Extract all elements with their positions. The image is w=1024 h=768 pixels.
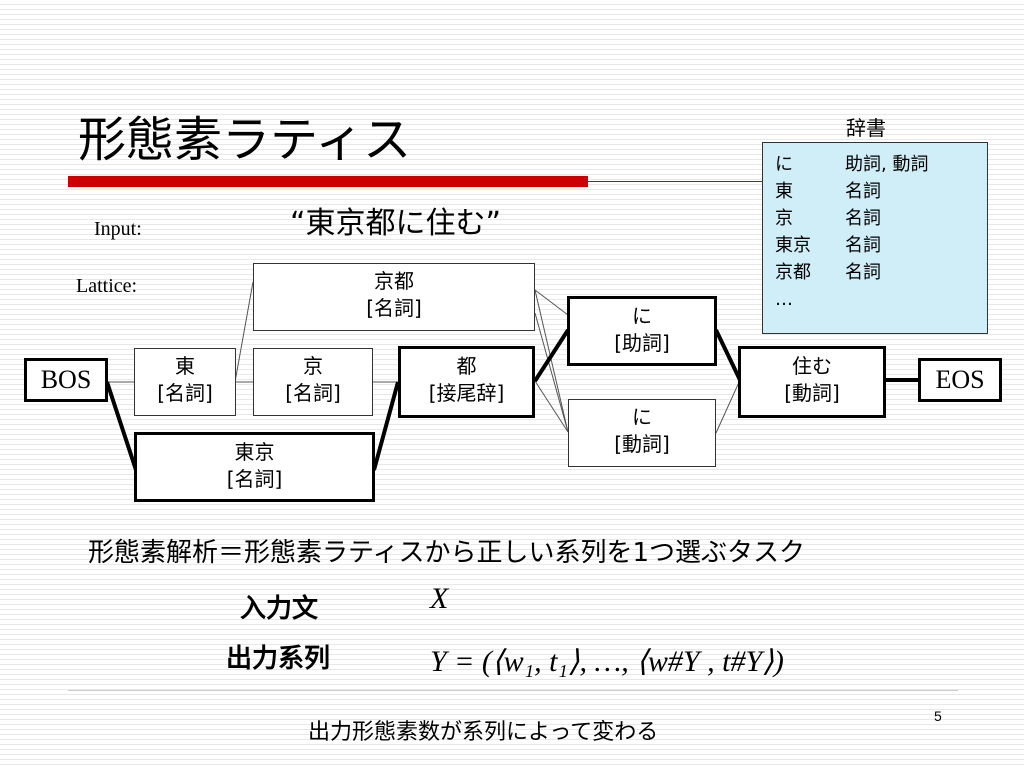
output-formula: Y = (⟨w₁, t₁⟩, …, ⟨w#Y , t#Y⟩)	[430, 645, 784, 678]
dictionary-entry: …	[775, 286, 987, 313]
lattice-node-ni-verb: に [動詞]	[568, 399, 716, 467]
page-number: 5	[934, 708, 942, 724]
dictionary-word: 京	[775, 208, 793, 229]
edge-kyoto-ni-2	[534, 289, 569, 433]
dictionary-pos: 名詞	[845, 208, 881, 229]
dictionary-word: …	[775, 289, 793, 310]
edge-tokyo-to-bold	[372, 381, 400, 471]
edge-kyoto-ni-1	[534, 289, 569, 316]
edge-bos-tokyo-bold	[105, 381, 138, 471]
output-sequence-label: 出力系列	[226, 644, 331, 674]
footer-divider	[68, 690, 958, 691]
node-pos: [名詞]	[226, 467, 283, 491]
node-surface: 住む	[792, 354, 832, 378]
lattice-node-tokyo: 東京 [名詞]	[134, 432, 375, 502]
dictionary-entry: 京 名詞	[775, 205, 987, 232]
dictionary-word: に	[775, 154, 793, 175]
edge-kyoto-ni-3	[534, 312, 569, 433]
input-sentence-label: 入力文	[240, 594, 319, 624]
lattice-label: Lattice:	[76, 275, 138, 297]
dictionary-word: 京都	[775, 262, 811, 283]
bos-node: BOS	[24, 358, 108, 402]
lattice-node-ni-particle: に [助詞]	[567, 296, 717, 366]
node-pos: [名詞]	[366, 296, 422, 320]
dictionary-word: 東	[775, 181, 793, 202]
dictionary-pos: 名詞	[845, 235, 881, 256]
node-surface: に	[632, 304, 652, 328]
node-pos: [名詞]	[285, 381, 341, 405]
lattice-node-kyo: 京 [名詞]	[253, 348, 373, 416]
input-symbol: X	[430, 582, 449, 615]
edge-to-ni-particle-bold	[533, 328, 570, 383]
edge-ni-particle-sumu-bold	[714, 329, 742, 381]
lattice-node-kyoto: 京都 [名詞]	[253, 263, 535, 331]
input-sentence: “東京都に住む”	[290, 206, 502, 241]
node-surface: 京都	[374, 269, 414, 293]
node-surface: 東	[175, 354, 195, 378]
dictionary-entry: に 助詞, 動詞	[775, 151, 987, 178]
edge-higashi-kyoto	[234, 281, 254, 383]
node-pos: [動詞]	[614, 432, 670, 456]
dictionary-pos: 助詞, 動詞	[845, 154, 929, 175]
slide-title: 形態素ラティス	[78, 112, 412, 168]
node-surface: 京	[303, 354, 323, 378]
dictionary-entry: 東 名詞	[775, 178, 987, 205]
node-pos: [動詞]	[784, 381, 840, 405]
eos-node: EOS	[918, 358, 1002, 402]
lattice-node-to: 都 [接尾辞]	[398, 346, 535, 418]
dictionary-word: 東京	[775, 235, 811, 256]
node-surface: 東京	[234, 440, 275, 464]
node-pos: [接尾辞]	[428, 381, 505, 405]
node-surface: 都	[456, 354, 477, 378]
dictionary-entry: 京都 名詞	[775, 259, 987, 286]
lattice-node-sumu: 住む [動詞]	[738, 346, 886, 418]
node-pos: [助詞]	[614, 331, 670, 355]
dictionary-entry: 東京 名詞	[775, 232, 987, 259]
task-statement: 形態素解析＝形態素ラティスから正しい系列を1つ選ぶタスク	[88, 538, 805, 568]
title-underline-bar	[68, 176, 588, 187]
footer-note: 出力形態素数が系列によって変わる	[308, 720, 659, 745]
dictionary-pos: 名詞	[845, 262, 881, 283]
dictionary-pos: 名詞	[845, 181, 881, 202]
edge-to-ni-verb	[534, 380, 569, 433]
dictionary-box: に助詞, 動詞 東名詞 京名詞 東京名詞 京都名詞 …	[762, 142, 988, 334]
node-surface: に	[632, 405, 652, 429]
node-pos: [名詞]	[157, 381, 213, 405]
lattice-node-higashi: 東 [名詞]	[134, 348, 236, 416]
input-label: Input:	[94, 218, 142, 240]
dictionary-title: 辞書	[846, 116, 886, 140]
edge-ni-verb-sumu	[715, 379, 741, 434]
